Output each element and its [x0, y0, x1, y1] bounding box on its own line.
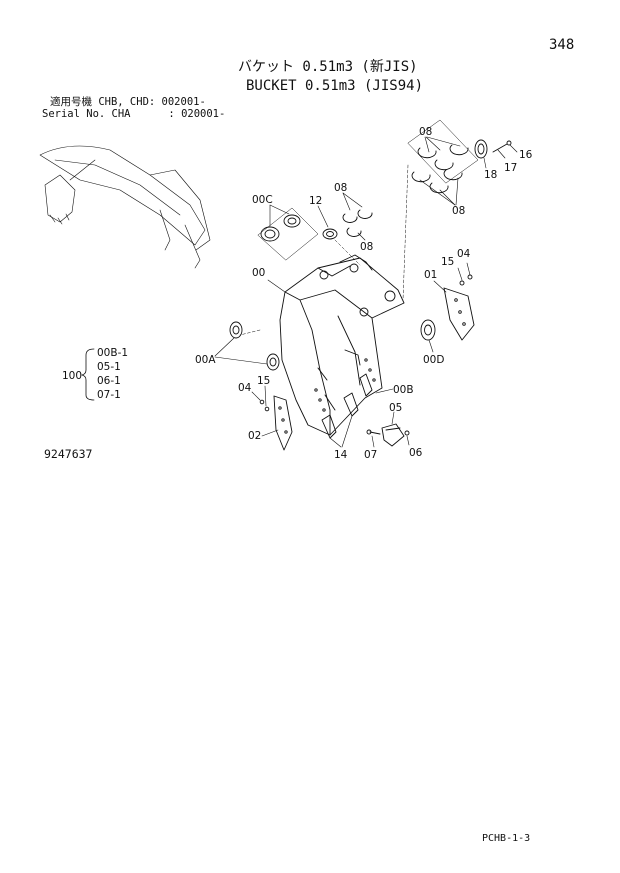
- callout-06: 06: [409, 447, 423, 459]
- callout-00: 00: [252, 267, 265, 279]
- callout-00A: 00A: [195, 354, 216, 366]
- kit-number-100: 100: [62, 370, 82, 382]
- callout-00D: 00D: [423, 354, 444, 366]
- side-cutter-01: [443, 274, 475, 341]
- seal-00C-and-ring-12: [257, 207, 373, 261]
- excavator-locator-sketch: [39, 145, 211, 269]
- callout-08-lower-right: 08: [452, 205, 465, 217]
- kit-bracket-100: [81, 348, 95, 401]
- callout-00B: 00B: [393, 384, 414, 396]
- seals-00A: [229, 321, 280, 371]
- callout-00C: 00C: [252, 194, 273, 206]
- callout-07: 07: [364, 449, 377, 461]
- kit-item-00B-1: 00B-1: [97, 347, 128, 359]
- callout-04-left: 04: [238, 382, 252, 394]
- page-title-japanese: バケット 0.51m3 (新JIS): [238, 59, 418, 75]
- callout-18: 18: [484, 169, 497, 181]
- callout-02: 02: [248, 430, 261, 442]
- bucket-body: [279, 254, 405, 436]
- page-number: 348: [549, 37, 575, 53]
- tooth-05-pin-07-lock-06: [366, 423, 410, 447]
- callout-08-upper-middle: 08: [334, 182, 347, 194]
- callout-14: 14: [334, 449, 348, 461]
- callout-15-left: 15: [257, 375, 270, 387]
- callout-08-top-right: 08: [419, 126, 432, 138]
- seal-00D: [420, 319, 436, 341]
- callout-12: 12: [309, 195, 322, 207]
- footer-code: PCHB-1-3: [482, 833, 531, 844]
- drawing-reference-number: 9247637: [44, 447, 93, 461]
- callout-05: 05: [389, 402, 402, 414]
- kit-item-06-1: 06-1: [97, 375, 121, 387]
- applicability-line-2: Serial No. CHA : 020001-: [42, 108, 226, 120]
- callout-01: 01: [424, 269, 437, 281]
- callout-16: 16: [519, 149, 533, 161]
- kit-item-05-1: 05-1: [97, 361, 121, 373]
- applicability-line-1: 適用号機 CHB, CHD: 002001-: [50, 96, 206, 108]
- callout-04-right: 04: [457, 248, 471, 260]
- kit-item-07-1: 07-1: [97, 389, 121, 401]
- tooth-points-14: [321, 373, 373, 439]
- callout-17: 17: [504, 162, 517, 174]
- callout-08-middle: 08: [360, 241, 373, 253]
- callout-15-right: 15: [441, 256, 454, 268]
- page-title-english: BUCKET 0.51m3 (JIS94): [246, 78, 424, 94]
- shim-rings-08-right: [407, 119, 512, 194]
- side-cutter-02: [259, 395, 293, 451]
